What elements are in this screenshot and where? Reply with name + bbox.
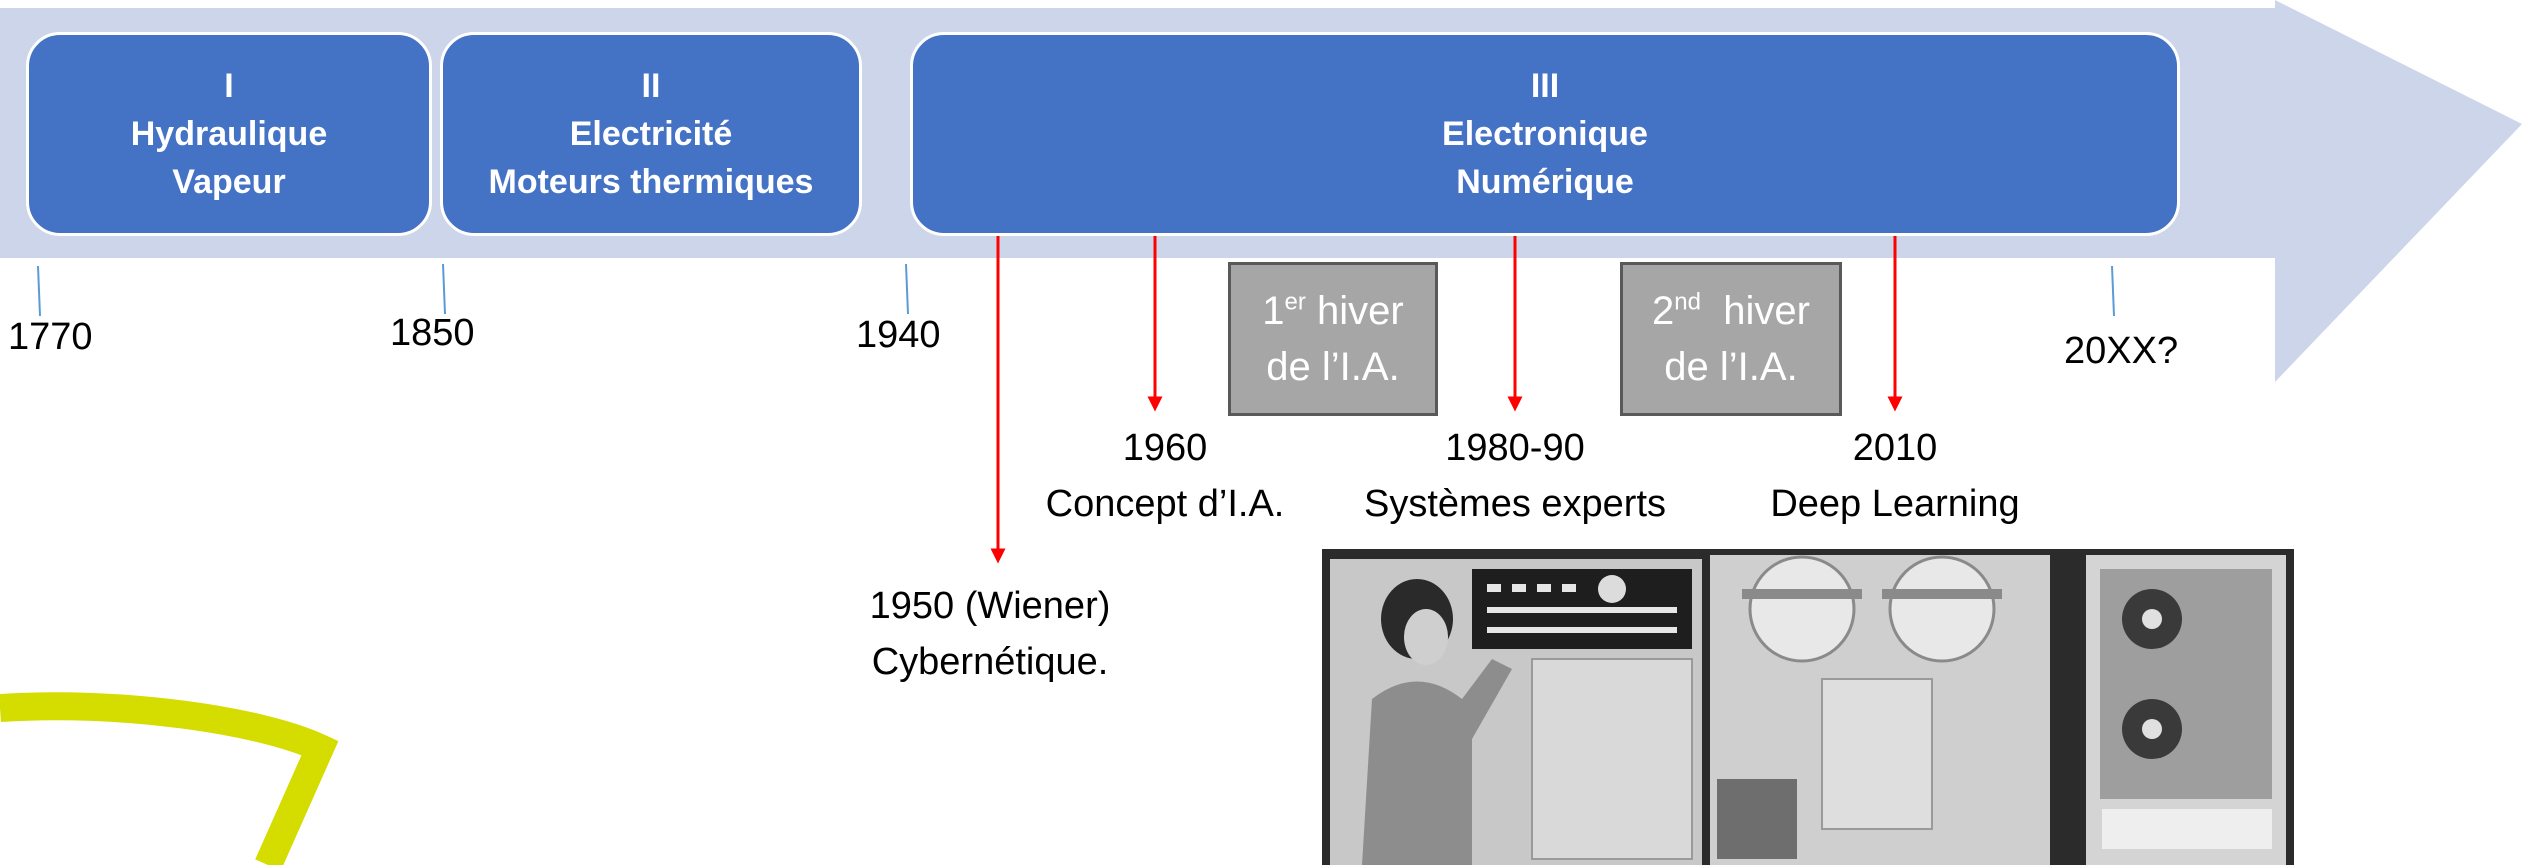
era-box-1: I Hydraulique Vapeur <box>26 32 432 236</box>
winter-line-2: de l’I.A. <box>1664 345 1798 389</box>
year-tick-1850 <box>442 263 446 315</box>
era-box-3: III Electronique Numérique <box>910 32 2180 236</box>
year-tick-1940 <box>905 263 909 315</box>
milestone-1950: 1950 (Wiener) Cybernétique. <box>830 578 1150 690</box>
milestone-2010: 2010 Deep Learning <box>1740 420 2050 532</box>
winter-line-1: 2nd hiver <box>1652 288 1810 333</box>
era-line-1: Electronique <box>1442 115 1648 153</box>
milestone-label: Systèmes experts <box>1364 483 1666 525</box>
milestone-1960: 1960 Concept d’I.A. <box>1010 420 1320 532</box>
winter-line-2: de l’I.A. <box>1266 345 1400 389</box>
year-label-20xx: 20XX? <box>2064 330 2179 372</box>
era-line-2: Numérique <box>1456 163 1634 201</box>
winter-line-1: 1er hiver <box>1262 288 1404 333</box>
milestone-label: Cybernétique. <box>871 641 1109 683</box>
milestone-year: 1980-90 <box>1445 427 1585 469</box>
era-numeral: III <box>1530 67 1560 105</box>
milestone-year: 2010 <box>1852 427 1938 469</box>
milestone-year: 1950 (Wiener) <box>869 585 1111 627</box>
mainframe-illustration <box>1322 549 2294 865</box>
era-numeral: II <box>641 67 661 105</box>
milestone-1980: 1980-90 Systèmes experts <box>1340 420 1690 532</box>
era-line-1: Electricité <box>569 115 733 153</box>
swoosh-decoration <box>0 692 339 865</box>
era-line-1: Hydraulique <box>130 115 328 153</box>
era-line-2: Vapeur <box>172 163 286 201</box>
year-tick-1770 <box>37 265 41 317</box>
era-numeral: I <box>224 67 234 105</box>
year-tick-20xx <box>2111 265 2115 317</box>
milestone-year: 1960 <box>1122 427 1208 469</box>
ai-winter-box-2: 2nd hiver de l’I.A. <box>1620 262 1842 416</box>
milestone-label: Concept d’I.A. <box>1045 483 1285 525</box>
milestone-label: Deep Learning <box>1770 483 2020 525</box>
era-box-2: II Electricité Moteurs thermiques <box>440 32 862 236</box>
mainframe-photo <box>1322 549 2294 865</box>
year-label-1770: 1770 <box>8 316 93 358</box>
year-label-1940: 1940 <box>856 314 941 356</box>
ai-winter-box-1: 1er hiver de l’I.A. <box>1228 262 1438 416</box>
era-line-2: Moteurs thermiques <box>488 163 814 201</box>
year-label-1850: 1850 <box>390 312 475 354</box>
